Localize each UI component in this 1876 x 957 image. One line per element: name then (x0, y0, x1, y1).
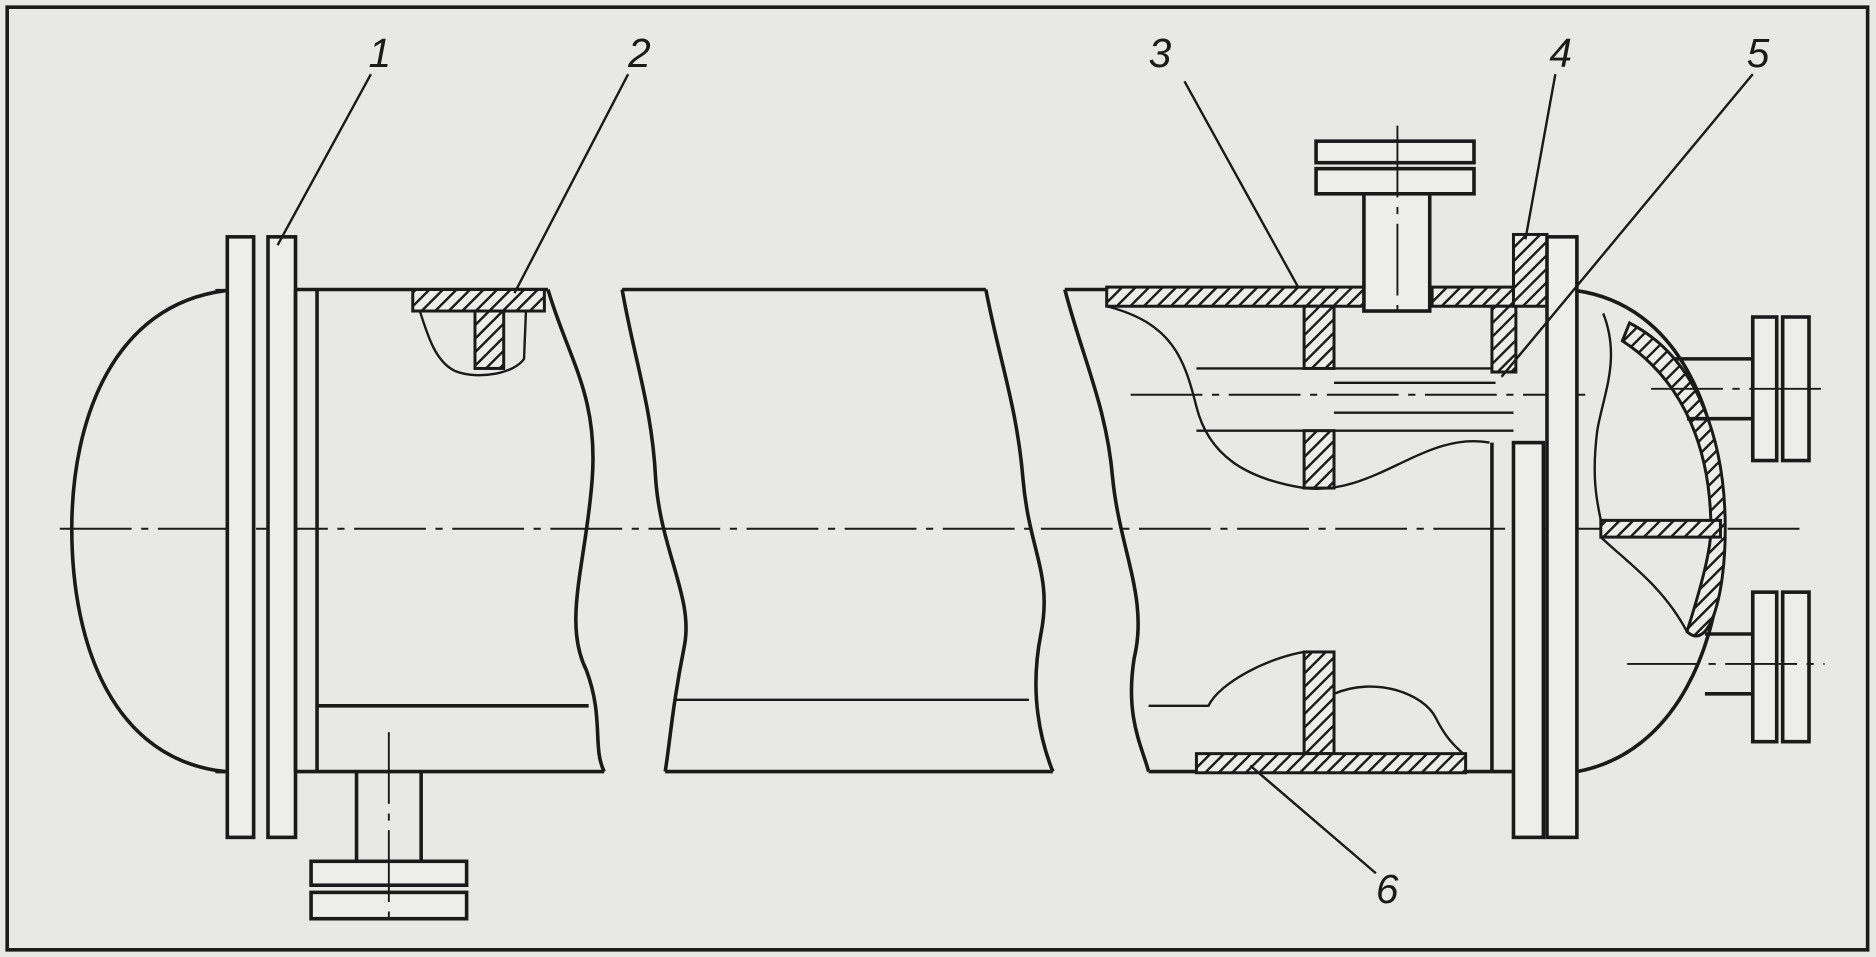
callout-5: 5 (1747, 30, 1770, 76)
left-flange-b (266, 235, 298, 840)
callout-4: 4 (1549, 30, 1572, 76)
leader-lines (276, 73, 1754, 875)
frame-border (5, 5, 1870, 952)
right-nozzle-lower (1627, 590, 1825, 744)
left-head (69, 288, 226, 774)
right-nozzle-upper (1651, 315, 1825, 463)
callout-3: 3 (1149, 30, 1172, 76)
left-flange-a (225, 235, 256, 840)
right-flange-a (1511, 440, 1546, 840)
shell-segment-right (1063, 232, 1586, 775)
callout-2: 2 (627, 30, 651, 76)
shell-segment-middle (620, 287, 1055, 774)
bottom-nozzle (309, 732, 469, 928)
shell-segment-left (293, 287, 606, 774)
callout-6: 6 (1376, 866, 1399, 912)
top-nozzle (1314, 125, 1476, 318)
right-head (1576, 288, 1727, 774)
right-flange-b (1545, 235, 1579, 840)
callout-1: 1 (369, 30, 392, 76)
